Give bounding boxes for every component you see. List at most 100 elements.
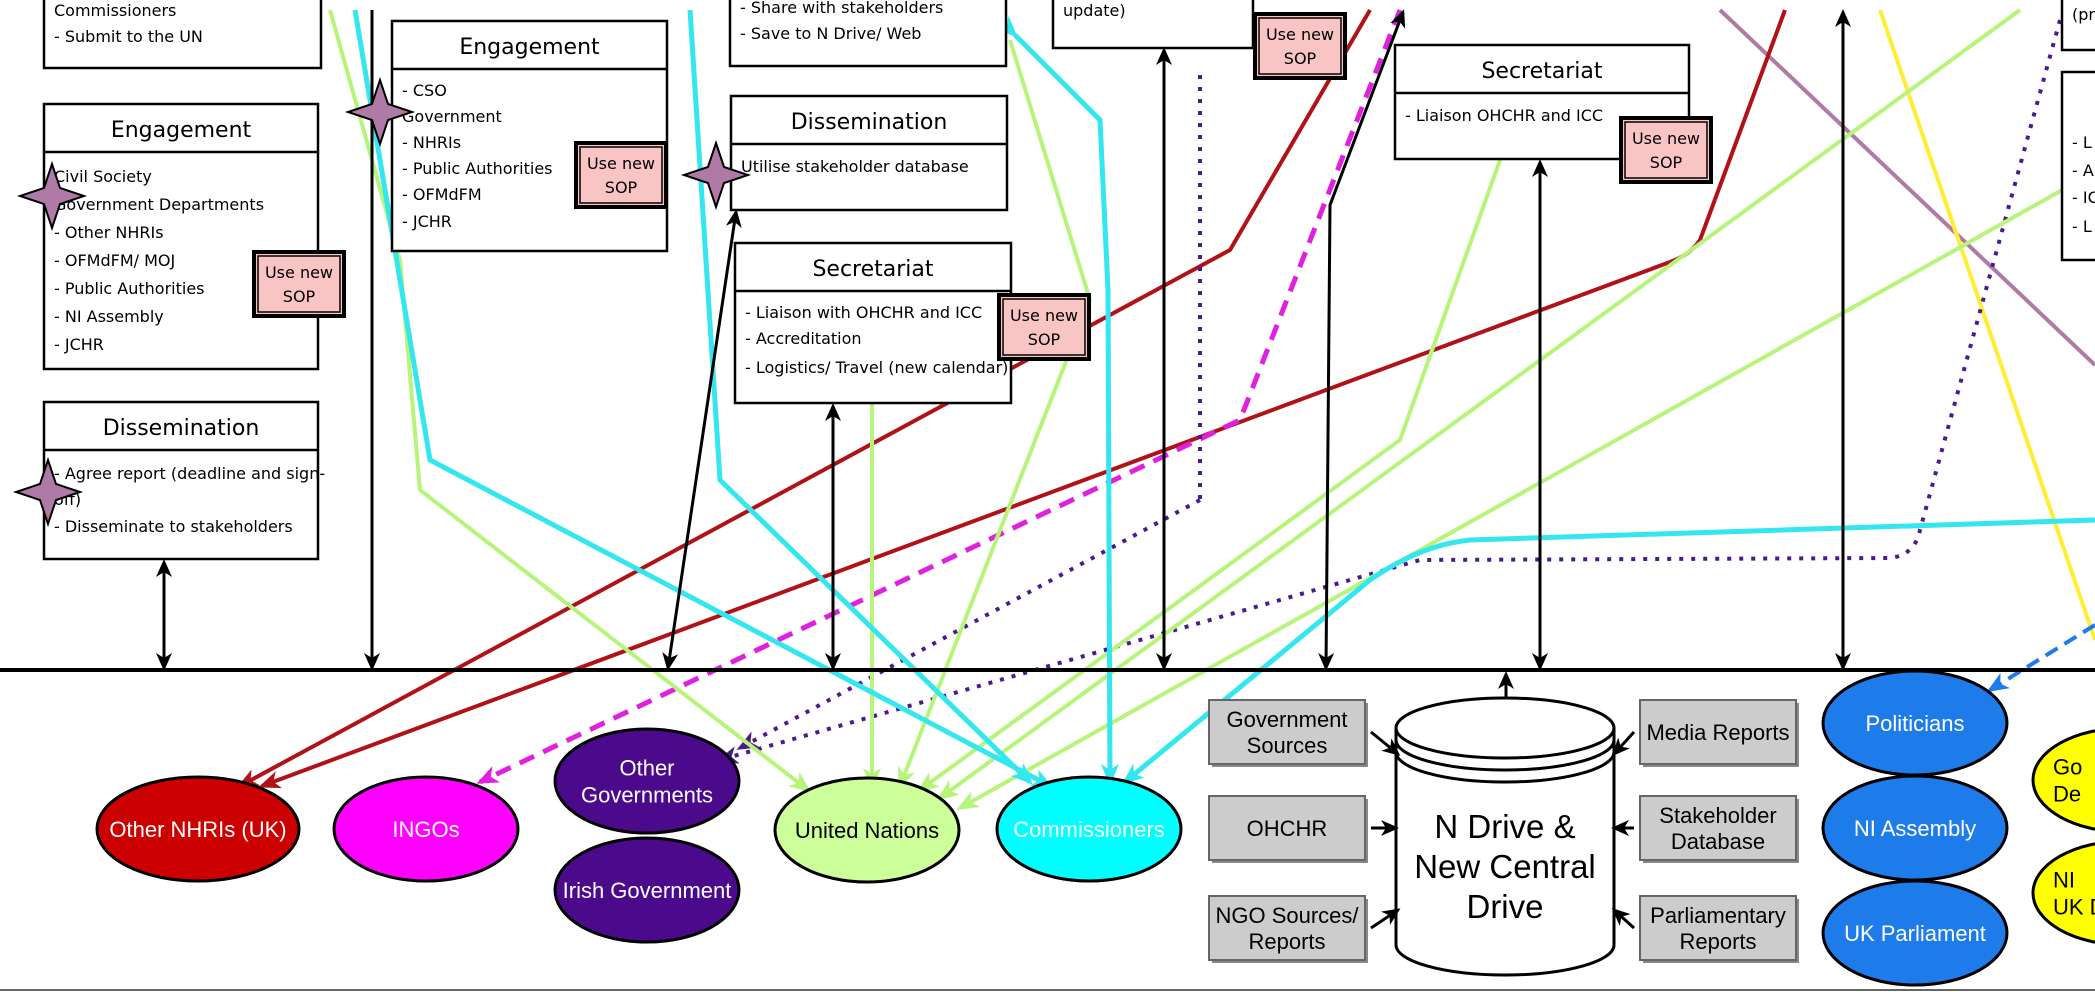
source-arrow (1370, 908, 1401, 930)
source-box (1639, 699, 1797, 765)
star-icon (16, 160, 88, 232)
sop-badge-inner (1624, 121, 1708, 179)
stakeholder-shape (995, 775, 1183, 883)
stakeholder-label: NI Assembly (1854, 816, 1976, 841)
stakeholder-label: UK Parliament (1844, 921, 1986, 946)
sop-label: SOP (1650, 153, 1683, 172)
black-connectors (0, 9, 2095, 991)
box-item: Government Departments (54, 195, 264, 214)
box-item: - Other NHRIs (54, 223, 164, 242)
stakeholder-label: De (2053, 782, 2081, 807)
source-box (1639, 795, 1797, 861)
box-share-partial: - Share with stakeholders- Save to N Dri… (728, 0, 1008, 68)
box-item: - NI Assembly (54, 307, 164, 326)
stakeholder-shape (2031, 842, 2095, 944)
source-label: Reports (1248, 929, 1325, 954)
box-item: - A (2072, 161, 2094, 180)
sop-badge-frame (1619, 116, 1713, 184)
stakeholder-ellipses: Other NHRIs (UK) INGOs OtherGovernmentsIri… (95, 669, 2095, 987)
stakeholder-label: Other NHRIs (UK) (109, 817, 286, 842)
source-box (1208, 795, 1366, 861)
stakeholder-other-nhris: Other NHRIs (UK) (95, 775, 301, 883)
sop-badge-inner (579, 146, 663, 204)
sop-badge-frame (997, 293, 1091, 361)
source-arrow (1370, 730, 1401, 756)
box-title: Dissemination (791, 110, 948, 135)
box-item: - Share with stakeholders (740, 0, 943, 17)
cyan-connector-3 (995, 15, 1119, 786)
database-label: N Drive & (1434, 808, 1575, 845)
stakeholder-ni-assembly: NI Assembly (1821, 774, 2009, 882)
stakeholder-shape (332, 775, 520, 883)
box-frame (42, 102, 320, 371)
source-label: Parliamentary (1650, 903, 1786, 928)
sop-badge-frame (574, 141, 668, 209)
box-item: Commissioners (54, 1, 176, 20)
box-update-partial: update) (1051, 0, 1255, 50)
box-item: - IC (2072, 188, 2095, 207)
sop-badge-frame (1253, 12, 1347, 80)
box-item: Utilise stakeholder database (741, 157, 969, 176)
star-icon (680, 139, 752, 211)
star-icon (344, 76, 416, 148)
box-item: Civil Society (54, 167, 152, 186)
sop-label: Use new (1266, 25, 1334, 44)
information-sources: N Drive &New CentralDriveGovernmentSourc… (1208, 696, 1799, 977)
box-title: Secretariat (812, 257, 933, 282)
lime-connector-6 (956, 178, 2081, 810)
sop-label: Use new (1632, 129, 1700, 148)
sop-label: SOP (1028, 330, 1061, 349)
source-label: OHCHR (1247, 816, 1328, 841)
stakeholder-label: United Nations (795, 818, 939, 843)
database-label: New Central (1414, 848, 1596, 885)
stakeholder-label: Other (619, 756, 674, 781)
sop-label: Use new (587, 154, 655, 173)
sop-label: Use new (1010, 306, 1078, 325)
database-ring (1394, 739, 1616, 772)
stakeholder-shape (553, 727, 741, 835)
box-item: - Logistics/ Travel (new calendar) (745, 358, 1008, 377)
stakeholder-shape (95, 775, 301, 883)
source-label: Stakeholder (1659, 803, 1776, 828)
stakeholder-label: Politicians (1865, 711, 1964, 736)
box-item: - Liaison with OHCHR and ICC (745, 303, 982, 322)
box-item: - Submit to the UN (54, 27, 203, 46)
source-arrow (1611, 730, 1636, 757)
box-item: - OFMdFM/ MOJ (54, 251, 175, 270)
box-item: - NHRIs (402, 133, 461, 152)
connector-secr-right-left (1318, 9, 1406, 671)
sop-badge-frame (252, 250, 346, 318)
source-label: Media Reports (1646, 720, 1789, 745)
box-item: - OFMdFM (402, 185, 482, 204)
cyan-connector-1 (352, 9, 1054, 789)
stakeholder-label: Governments (581, 783, 713, 808)
source-media-reports: Media Reports (1611, 699, 1799, 767)
box-frame (733, 241, 1013, 405)
stakeholder-label: Irish Government (563, 878, 732, 903)
source-label: NGO Sources/ (1215, 903, 1359, 928)
source-arrow (1611, 907, 1636, 930)
purple-connector-3 (736, 498, 1201, 750)
stakeholder-label: INGOs (392, 817, 459, 842)
sop-label: Use new (265, 263, 333, 282)
stakeholder-shape (773, 776, 961, 884)
sop-badge-inner (1258, 17, 1342, 75)
process-boxes: Commissioners- Submit to the UNEngagemen… (12, 0, 2095, 561)
source-label: Database (1671, 829, 1765, 854)
box-top-left-partial: Commissioners - Submit to the UN (42, 0, 323, 70)
box-frame (42, 400, 320, 561)
database-body (1394, 728, 1616, 977)
stakeholder-politicians: Politicians (1821, 669, 2009, 777)
sop-badge-inner (257, 255, 341, 313)
source-label: Reports (1679, 929, 1756, 954)
box-far-right-partial-top: (pr (2060, 0, 2095, 52)
stakeholder-label: UK D (2053, 895, 2095, 920)
box-secretariat-mid: Secretariat - Liaison with OHCHR and ICC -… (733, 241, 1013, 405)
